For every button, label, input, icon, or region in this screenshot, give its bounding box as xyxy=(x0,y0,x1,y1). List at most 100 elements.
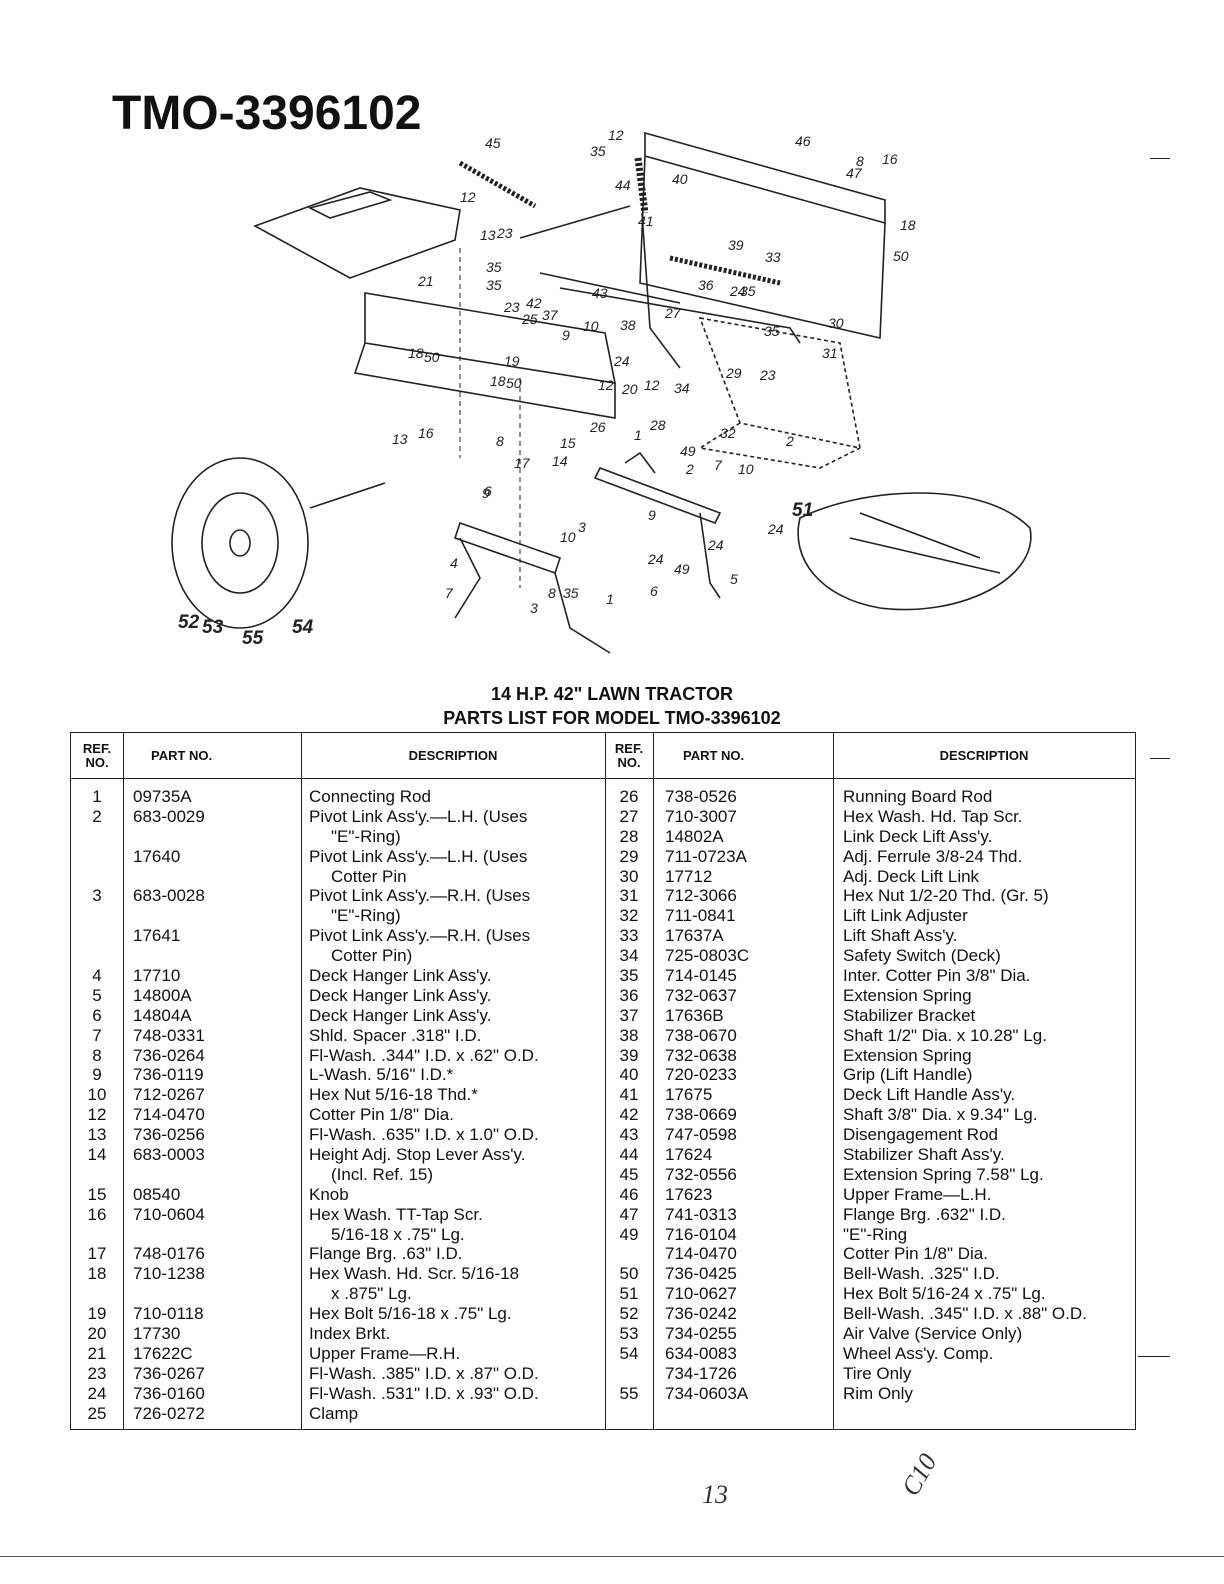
ref-number: 5 xyxy=(92,985,102,1005)
ref-number: 7 xyxy=(92,1025,102,1045)
part-description: Connecting Rod xyxy=(309,787,431,806)
ref-number: 20 xyxy=(87,1324,107,1344)
callout-label: 49 xyxy=(680,443,696,459)
part-number: 711-0723A xyxy=(665,846,747,866)
header-ref-right: REF. NO. xyxy=(605,733,653,779)
header-ref-left: REF. NO. xyxy=(71,733,123,779)
ref-number: 38 xyxy=(619,1025,639,1045)
ref-number xyxy=(71,906,123,926)
part-description: Adj. Ferrule 3/8-24 Thd. xyxy=(843,846,1023,866)
ref-number: 28 xyxy=(619,826,639,846)
part-description: Clamp xyxy=(309,1403,359,1423)
part-description: "E"-Ring) xyxy=(331,826,401,846)
part-description: x .875" Lg. xyxy=(331,1284,412,1304)
callout-label: 17 xyxy=(514,455,531,471)
callout-label: 18 xyxy=(490,373,506,389)
callout-label: 33 xyxy=(765,249,781,265)
ref-number: 47 xyxy=(619,1204,639,1224)
callout-label: 9 xyxy=(562,327,570,343)
handwritten-note: C10 xyxy=(895,1448,943,1501)
part-number xyxy=(133,1284,298,1304)
edge-mark xyxy=(1150,758,1170,759)
edge-mark xyxy=(1150,158,1170,159)
callout-label: 29 xyxy=(725,365,742,381)
part-description: Upper Frame—R.H. xyxy=(309,1343,461,1363)
ref-number: 19 xyxy=(87,1304,107,1324)
ref-number: 34 xyxy=(619,946,639,966)
part-number: 714-0470 xyxy=(133,1105,205,1125)
ref-number: 54 xyxy=(619,1343,639,1363)
column-divider xyxy=(605,733,606,1429)
callout-label: 24 xyxy=(613,353,630,369)
part-number: 683-0003 xyxy=(133,1145,205,1165)
ref-number xyxy=(71,946,123,966)
part-description: Stabilizer Bracket xyxy=(843,1005,976,1025)
rear-panel-shape xyxy=(253,187,461,279)
ref-number: 16 xyxy=(87,1204,107,1224)
part-number: 734-0255 xyxy=(665,1324,737,1344)
callout-label: 34 xyxy=(674,380,690,396)
part-description: Fl-Wash. .344" I.D. x .62" O.D. xyxy=(309,1045,539,1065)
part-description: Shaft 3/8" Dia. x 9.34" Lg. xyxy=(843,1105,1038,1125)
part-number xyxy=(133,827,298,847)
part-description: L-Wash. 5/16" I.D.* xyxy=(309,1065,454,1085)
part-description: Bell-Wash. .325" I.D. xyxy=(843,1264,1000,1284)
part-number: 738-0670 xyxy=(665,1025,737,1045)
part-description: Lift Shaft Ass'y. xyxy=(843,926,958,946)
callout-label: 16 xyxy=(882,151,898,167)
part-description: Hex Wash. TT-Tap Scr. xyxy=(309,1204,483,1224)
ref-number: 12 xyxy=(87,1105,107,1125)
part-number xyxy=(133,946,298,966)
ref-number: 23 xyxy=(87,1363,107,1383)
part-number: 09735A xyxy=(133,787,192,806)
part-number: 683-0029 xyxy=(133,806,205,826)
handwritten-note: 13 xyxy=(702,1480,728,1509)
callout-label: 1 xyxy=(606,591,614,607)
ref-number: 51 xyxy=(619,1284,639,1304)
part-description: Pivot Link Ass'y.—R.H. (Uses xyxy=(309,886,531,906)
callout-label: 24 xyxy=(647,551,664,567)
callout-label: 18 xyxy=(900,217,916,233)
ref-number: 27 xyxy=(619,806,639,826)
callout-label: 35 xyxy=(740,283,756,299)
ref-number: 39 xyxy=(619,1045,639,1065)
header-part-right: PART NO. xyxy=(653,733,833,779)
callout-label: 2 xyxy=(785,433,794,449)
part-description: Grip (Lift Handle) xyxy=(843,1065,973,1085)
part-number: 712-3066 xyxy=(665,886,737,906)
part-number: 736-0267 xyxy=(133,1363,205,1383)
part-description: (Incl. Ref. 15) xyxy=(331,1164,434,1184)
part-description: Hex Wash. Hd. Scr. 5/16-18 xyxy=(309,1264,520,1284)
callout-label: 3 xyxy=(578,519,586,535)
part-description: Knob xyxy=(309,1184,349,1204)
part-description: Height Adj. Stop Lever Ass'y. xyxy=(309,1145,526,1165)
part-description: Rim Only xyxy=(843,1383,913,1403)
callout-label: 6 xyxy=(650,583,658,599)
callout-label: 14 xyxy=(552,453,568,469)
callout-label: 12 xyxy=(460,189,476,205)
part-number xyxy=(133,906,298,926)
callout-label: 1 xyxy=(634,427,642,443)
callout-label: 41 xyxy=(638,213,654,229)
part-description: Extension Spring xyxy=(843,1045,972,1065)
connecting-rod-shape xyxy=(453,521,562,575)
upper-frame-rh-shape xyxy=(364,292,617,384)
part-number: 17637A xyxy=(665,926,724,946)
part-number: 736-0264 xyxy=(133,1045,205,1065)
ref-number: 42 xyxy=(619,1105,639,1125)
part-description: Deck Lift Handle Ass'y. xyxy=(843,1085,1016,1105)
ref-number: 3 xyxy=(92,886,102,906)
part-number: 736-0160 xyxy=(133,1383,205,1403)
part-description: Deck Hanger Link Ass'y. xyxy=(309,1005,492,1025)
callout-label: 55 xyxy=(242,628,264,649)
callout-label: 12 xyxy=(598,377,614,393)
part-description: Air Valve (Service Only) xyxy=(843,1324,1023,1344)
callout-label: 43 xyxy=(592,285,608,301)
part-description: Wheel Ass'y. Comp. xyxy=(843,1343,994,1363)
wheel-tire-shape xyxy=(171,457,309,629)
ref-number: 32 xyxy=(619,906,639,926)
